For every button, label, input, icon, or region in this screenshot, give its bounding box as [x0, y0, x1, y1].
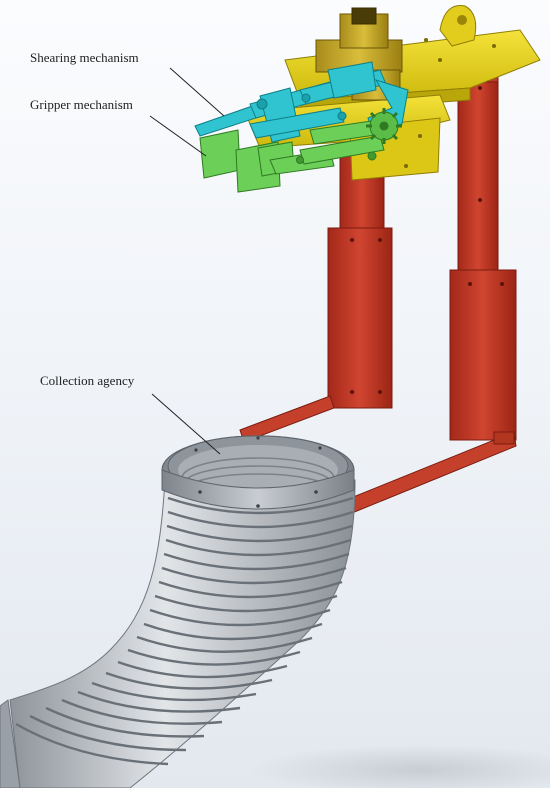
leader-lines — [149, 67, 225, 455]
leader-collection — [151, 393, 221, 455]
shearing-mechanism — [194, 61, 409, 143]
label-shearing-mechanism: Shearing mechanism — [30, 50, 139, 65]
gripper-mechanism — [199, 108, 402, 193]
floor-shadow — [250, 744, 550, 788]
label-collection-agency: Collection agency — [40, 373, 135, 388]
leader-shearing — [169, 67, 225, 117]
collection-hose — [0, 435, 356, 788]
leader-gripper — [149, 115, 207, 157]
label-gripper-mechanism: Gripper mechanism — [30, 97, 133, 112]
